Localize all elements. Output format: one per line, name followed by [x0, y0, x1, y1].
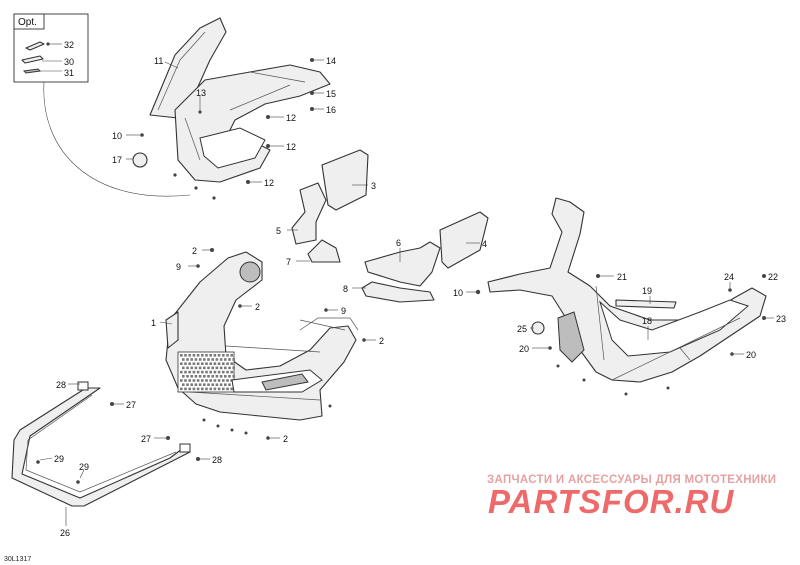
- callout-27-b: 27: [141, 434, 151, 444]
- callout-28-a: 28: [56, 380, 66, 390]
- callout-24: 24: [724, 272, 734, 282]
- callout-12-a: 12: [286, 113, 296, 123]
- callout-9-b: 9: [341, 306, 346, 316]
- callout-12-b: 12: [286, 142, 296, 152]
- callout-22: 22: [768, 272, 778, 282]
- callout-8: 8: [343, 284, 348, 294]
- callout-31: 31: [64, 68, 74, 78]
- callout-26: 26: [60, 528, 70, 538]
- callout-32: 32: [64, 40, 74, 50]
- callout-30: 30: [64, 57, 74, 67]
- callout-2-b: 2: [255, 302, 260, 312]
- callout-15: 15: [326, 89, 336, 99]
- callout-10-lower: 10: [453, 288, 463, 298]
- option-box-label: Opt.: [18, 17, 37, 28]
- callout-29-a: 29: [54, 454, 64, 464]
- bottom-pan-assembly: [487, 197, 767, 383]
- callout-4: 4: [482, 239, 487, 249]
- callout-10-upper: 10: [112, 131, 122, 141]
- watermark-brand: PARTSFOR.RU: [488, 483, 734, 520]
- callout-29-b: 29: [79, 462, 89, 472]
- callout-21: 21: [617, 272, 627, 282]
- callout-14: 14: [326, 56, 336, 66]
- callout-11: 11: [154, 56, 163, 66]
- bottom-pan-callouts: 10 21 19 18 25 20 20 24 22 23: [453, 272, 786, 396]
- callout-18: 18: [642, 316, 652, 326]
- callout-19: 19: [642, 286, 652, 296]
- side-panels: [291, 149, 489, 303]
- option-box: Opt. 32 30 31: [13, 13, 191, 197]
- callout-2-d: 2: [283, 434, 288, 444]
- callout-7: 7: [286, 257, 291, 267]
- callout-25: 25: [517, 324, 527, 334]
- callout-2-a: 2: [192, 246, 197, 256]
- upper-assembly-callouts: 11 13 10 17 14 15 16 12 12 12: [112, 56, 336, 200]
- callout-9-a: 9: [176, 262, 181, 272]
- front-fascia: [165, 251, 359, 421]
- callout-3: 3: [371, 181, 376, 191]
- side-panel-callouts: 3 5 4 6 7 8: [276, 181, 487, 294]
- callout-1: 1: [151, 318, 156, 328]
- watermark: ЗАПЧАСТИ И АКСЕССУАРЫ ДЛЯ МОТОТЕХНИКИ PA…: [487, 474, 776, 520]
- document-id: 30L1317: [4, 556, 31, 563]
- bumper-callouts: 28 27 27 28 29 29 26: [36, 380, 222, 538]
- callout-28-b: 28: [212, 455, 222, 465]
- callout-23: 23: [776, 314, 786, 324]
- watermark-tagline: ЗАПЧАСТИ И АКСЕССУАРЫ ДЛЯ МОТОТЕХНИКИ: [487, 474, 776, 486]
- front-fascia-callouts: 1 2 9 2 9 2 2: [151, 246, 384, 444]
- callout-2-c: 2: [379, 336, 384, 346]
- callout-20-b: 20: [746, 350, 756, 360]
- callout-12-c: 12: [264, 178, 274, 188]
- front-bumper: [11, 381, 191, 507]
- callout-27-a: 27: [126, 400, 136, 410]
- callout-6: 6: [396, 238, 401, 248]
- callout-16: 16: [326, 105, 336, 115]
- upper-inner-panel-assembly: [132, 17, 331, 183]
- callout-13: 13: [196, 88, 206, 98]
- callout-5: 5: [276, 226, 281, 236]
- callout-20-a: 20: [519, 344, 529, 354]
- front-grille-mesh: [180, 354, 235, 391]
- callout-17: 17: [112, 155, 122, 165]
